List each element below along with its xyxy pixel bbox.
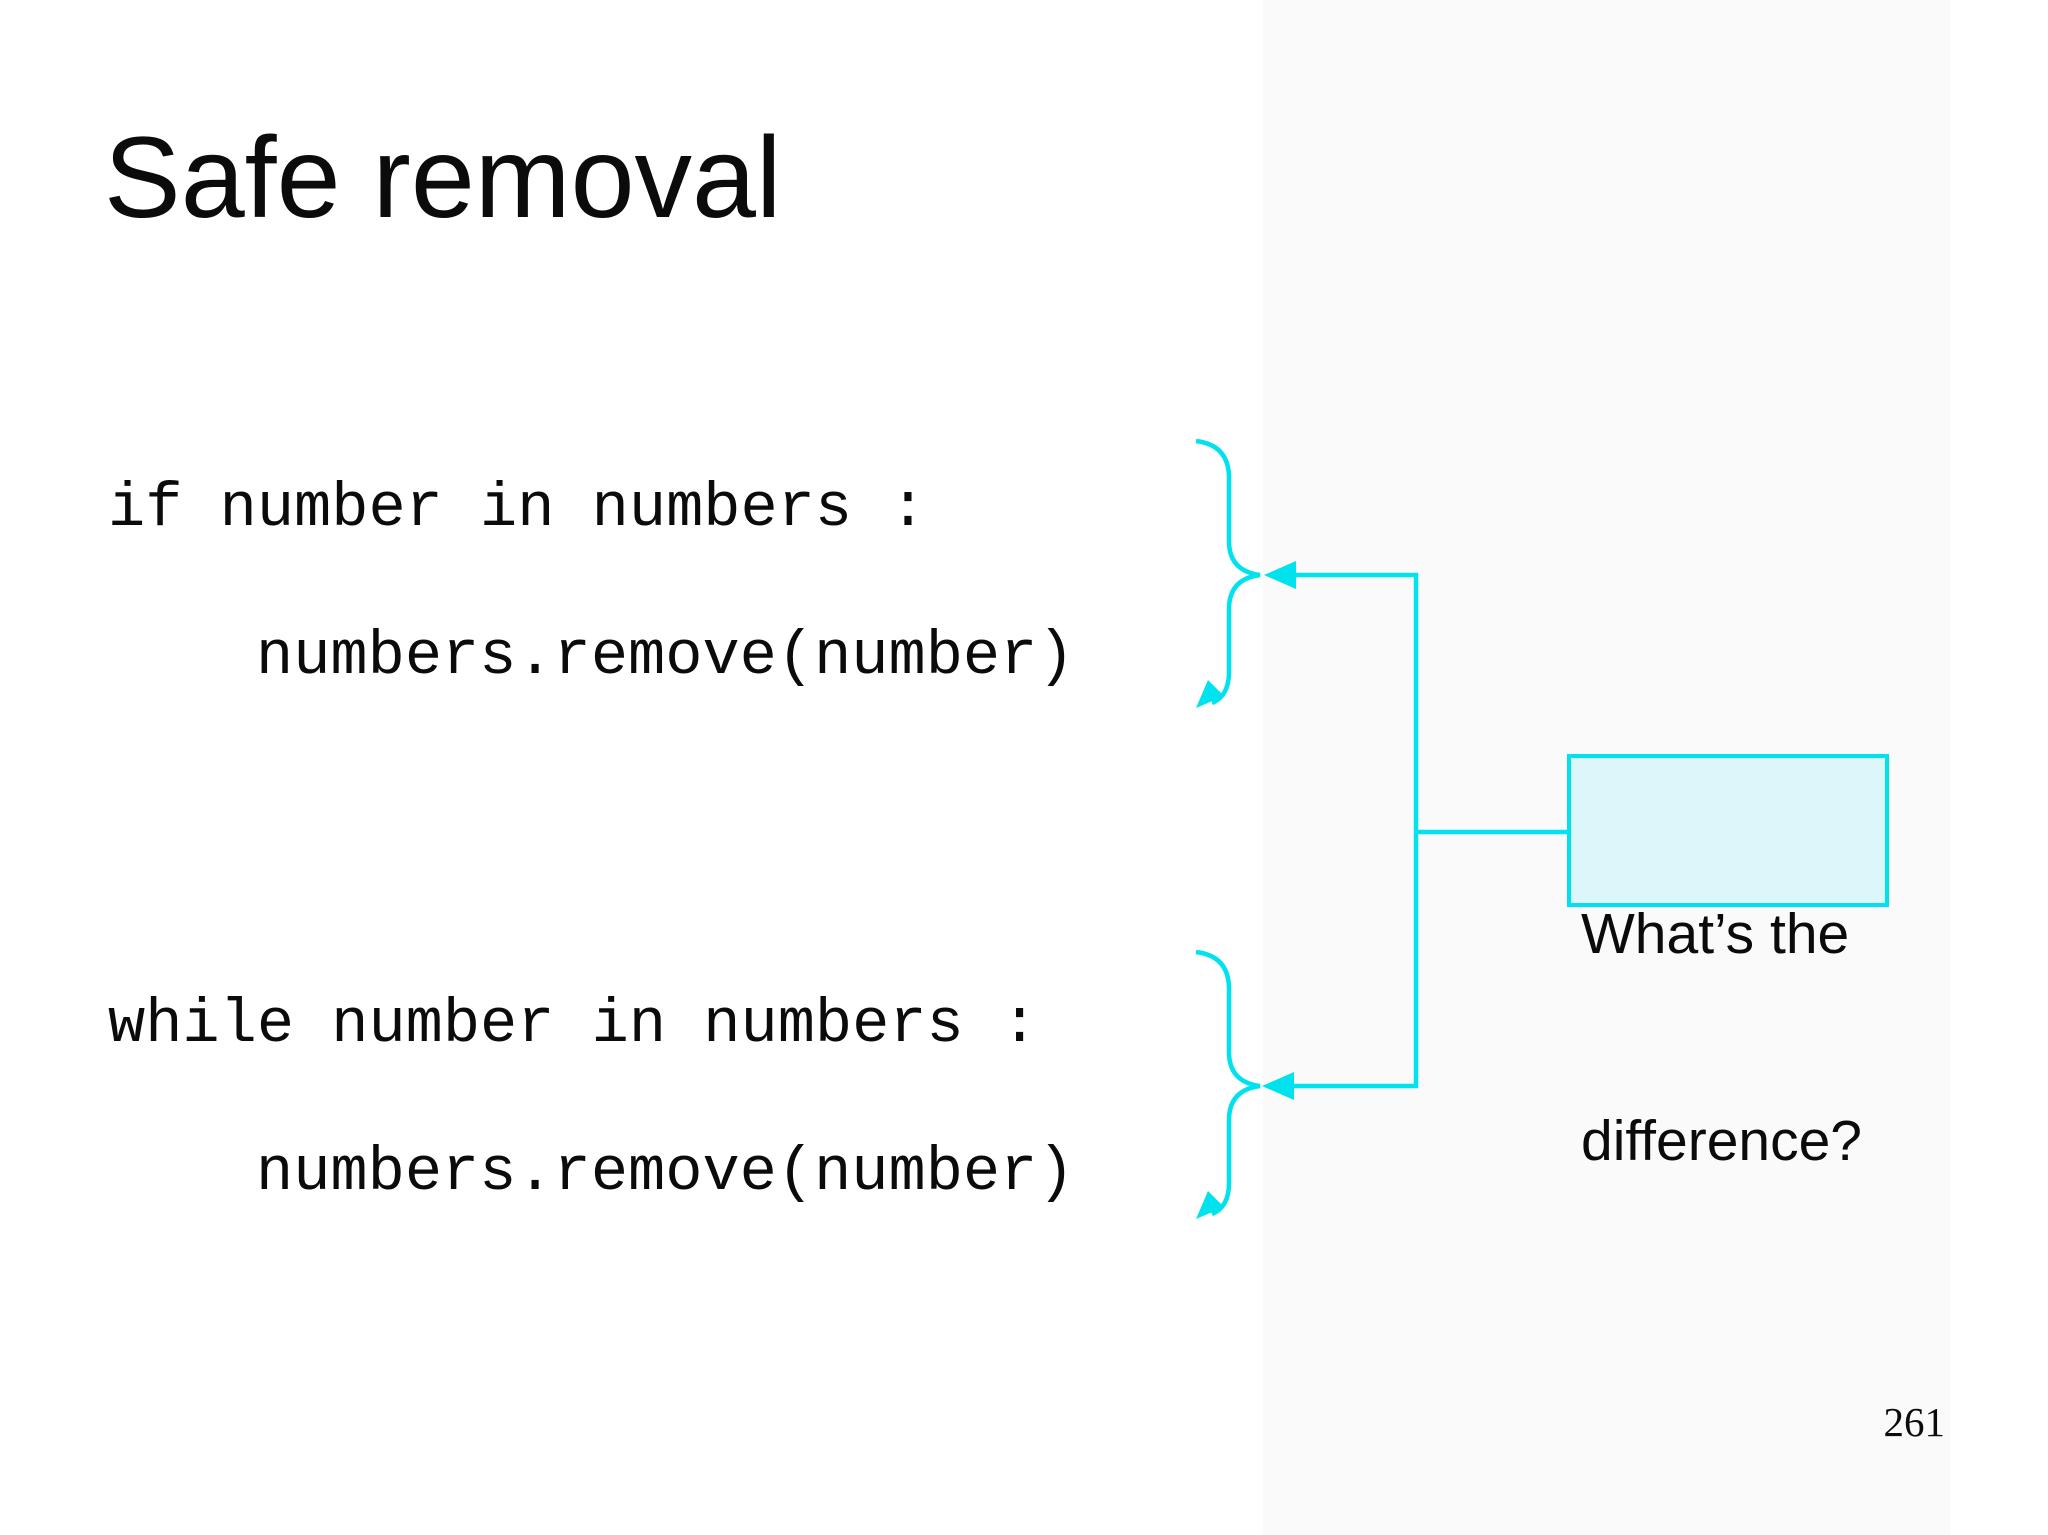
callout-line-2: difference? xyxy=(1581,1109,1862,1173)
brace-arrow-code-block-1 xyxy=(1195,438,1261,708)
callout-line-1: What’s the xyxy=(1581,902,1850,966)
brace-2-down-left-arrowhead xyxy=(1196,1191,1224,1219)
connector-lines xyxy=(1262,561,1567,1100)
code-block-2-line-1: while number in numbers : xyxy=(108,989,1039,1060)
page-number: 261 xyxy=(1883,1399,1946,1445)
brace-arrow-code-block-2 xyxy=(1195,949,1261,1219)
code-block-1-line-1: if number in numbers : xyxy=(108,473,927,544)
code-block-1-line-2: numbers.remove(number) xyxy=(256,621,1075,692)
code-block-2-line-2: numbers.remove(number) xyxy=(256,1137,1075,1208)
page-title: Safe removal xyxy=(104,114,782,242)
brace-1-down-left-arrowhead xyxy=(1196,680,1224,708)
callout-box: What’s the difference? xyxy=(1567,754,1889,1173)
connector-left-arrowhead-top xyxy=(1264,561,1296,589)
connector-left-arrowhead-bottom xyxy=(1262,1072,1294,1100)
